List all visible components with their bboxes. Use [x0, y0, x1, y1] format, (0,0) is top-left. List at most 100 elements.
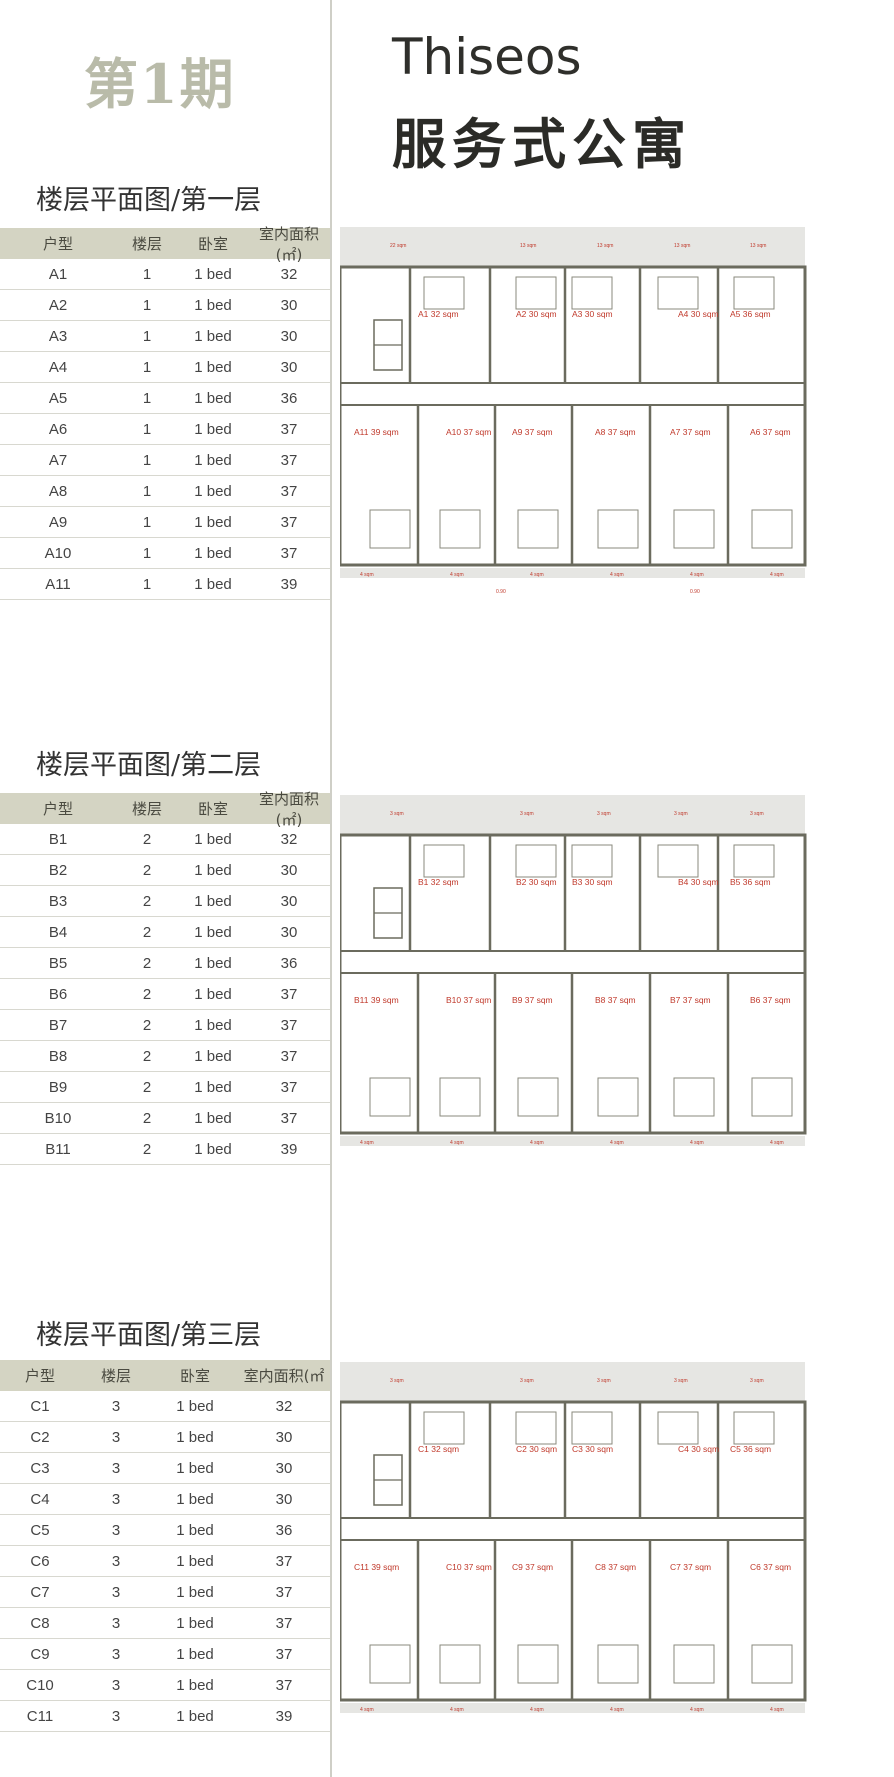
cell-unit: C10	[26, 1676, 54, 1694]
area-label: 13 sqm	[674, 243, 690, 249]
col-area: 室内面积(㎡)	[258, 789, 319, 829]
cell-area: 30	[275, 1428, 293, 1446]
cell-area: 39	[280, 1140, 298, 1158]
cell-area: 37	[280, 451, 298, 469]
cell-bedroom: 1 bed	[194, 985, 232, 1003]
cell-floor: 1	[142, 389, 152, 407]
cell-bedroom: 1 bed	[194, 513, 232, 531]
area-label: 13 sqm	[597, 243, 613, 249]
unit-label: B4 30 sqm	[678, 877, 719, 887]
cell-floor: 2	[142, 954, 152, 972]
cell-bedroom: 1 bed	[176, 1645, 214, 1663]
cell-area: 36	[275, 1521, 293, 1539]
unit-label: B3 30 sqm	[572, 877, 613, 887]
balcony-strip	[340, 1136, 805, 1146]
unit-label: A2 30 sqm	[516, 309, 557, 319]
bathroom	[673, 509, 715, 549]
area-label: 4 sqm	[530, 1707, 544, 1713]
cell-floor: 2	[142, 1109, 152, 1127]
cell-unit: C7	[30, 1583, 50, 1601]
cell-area: 37	[280, 1078, 298, 1096]
area-label: 4 sqm	[360, 1707, 374, 1713]
cell-area: 36	[280, 954, 298, 972]
col-bedroom: 卧室	[197, 800, 228, 818]
cell-bedroom: 1 bed	[176, 1614, 214, 1632]
column-divider	[330, 0, 332, 1777]
cell-area: 30	[275, 1459, 293, 1477]
cell-floor: 3	[111, 1490, 121, 1508]
area-label: 3 sqm	[520, 811, 534, 817]
cell-floor: 1	[142, 327, 152, 345]
cell-bedroom: 1 bed	[194, 1140, 232, 1158]
cell-bedroom: 1 bed	[176, 1490, 214, 1508]
cell-unit: A8	[48, 482, 68, 500]
unit-label: C6 37 sqm	[750, 1562, 791, 1572]
cell-unit: B7	[48, 1016, 68, 1034]
cell-bedroom: 1 bed	[194, 265, 232, 283]
floor-title: 楼层平面图/第二层	[36, 750, 262, 781]
unit-label: A10 37 sqm	[446, 427, 491, 437]
balcony-strip	[340, 1703, 805, 1713]
unit-label: C1 32 sqm	[418, 1444, 459, 1454]
cell-floor: 1	[142, 265, 152, 283]
col-unit: 户型	[42, 235, 73, 253]
bathroom	[597, 1077, 639, 1117]
col-area: 室内面积(㎡)	[258, 224, 319, 264]
unit-label: B2 30 sqm	[516, 877, 557, 887]
area-label: 4 sqm	[450, 1140, 464, 1146]
bathroom	[751, 1077, 793, 1117]
area-label: 13 sqm	[520, 243, 536, 249]
cell-unit: B4	[48, 923, 68, 941]
cell-area: 37	[275, 1614, 293, 1632]
bathroom	[733, 844, 775, 878]
cell-area: 37	[275, 1645, 293, 1663]
bathroom	[515, 276, 557, 310]
bathroom	[369, 509, 411, 549]
unit-label: B5 36 sqm	[730, 877, 771, 887]
cell-floor: 1	[142, 358, 152, 376]
cell-area: 32	[275, 1397, 293, 1415]
cell-floor: 3	[111, 1552, 121, 1570]
unit-label: B9 37 sqm	[512, 995, 553, 1005]
cell-area: 37	[280, 513, 298, 531]
bathroom	[369, 1644, 411, 1684]
cell-area: 30	[280, 296, 298, 314]
cell-floor: 1	[142, 544, 152, 562]
cell-area: 30	[280, 861, 298, 879]
cell-floor: 3	[111, 1676, 121, 1694]
cell-area: 30	[280, 923, 298, 941]
dimension-label: 0.90	[690, 589, 700, 595]
col-area: 室内面积(㎡	[243, 1367, 325, 1385]
cell-floor: 1	[142, 296, 152, 314]
cell-bedroom: 1 bed	[194, 1047, 232, 1065]
bathroom	[751, 509, 793, 549]
cell-floor: 2	[142, 923, 152, 941]
table-header: 户型 楼层 卧室 室内面积(㎡)	[0, 790, 330, 829]
cell-bedroom: 1 bed	[194, 575, 232, 593]
balcony-strip	[340, 795, 805, 835]
unit-label: B6 37 sqm	[750, 995, 791, 1005]
col-floor: 楼层	[100, 1367, 131, 1385]
cell-unit: B1	[48, 830, 68, 848]
unit-label: C7 37 sqm	[670, 1562, 711, 1572]
cell-bedroom: 1 bed	[194, 389, 232, 407]
cell-bedroom: 1 bed	[176, 1428, 214, 1446]
cell-unit: B5	[48, 954, 68, 972]
cell-floor: 3	[111, 1645, 121, 1663]
bathroom	[517, 1077, 559, 1117]
unit-label: A7 37 sqm	[670, 427, 711, 437]
cell-bedroom: 1 bed	[176, 1552, 214, 1570]
area-label: 4 sqm	[690, 1707, 704, 1713]
cell-bedroom: 1 bed	[176, 1521, 214, 1539]
cell-unit: C11	[26, 1707, 54, 1725]
